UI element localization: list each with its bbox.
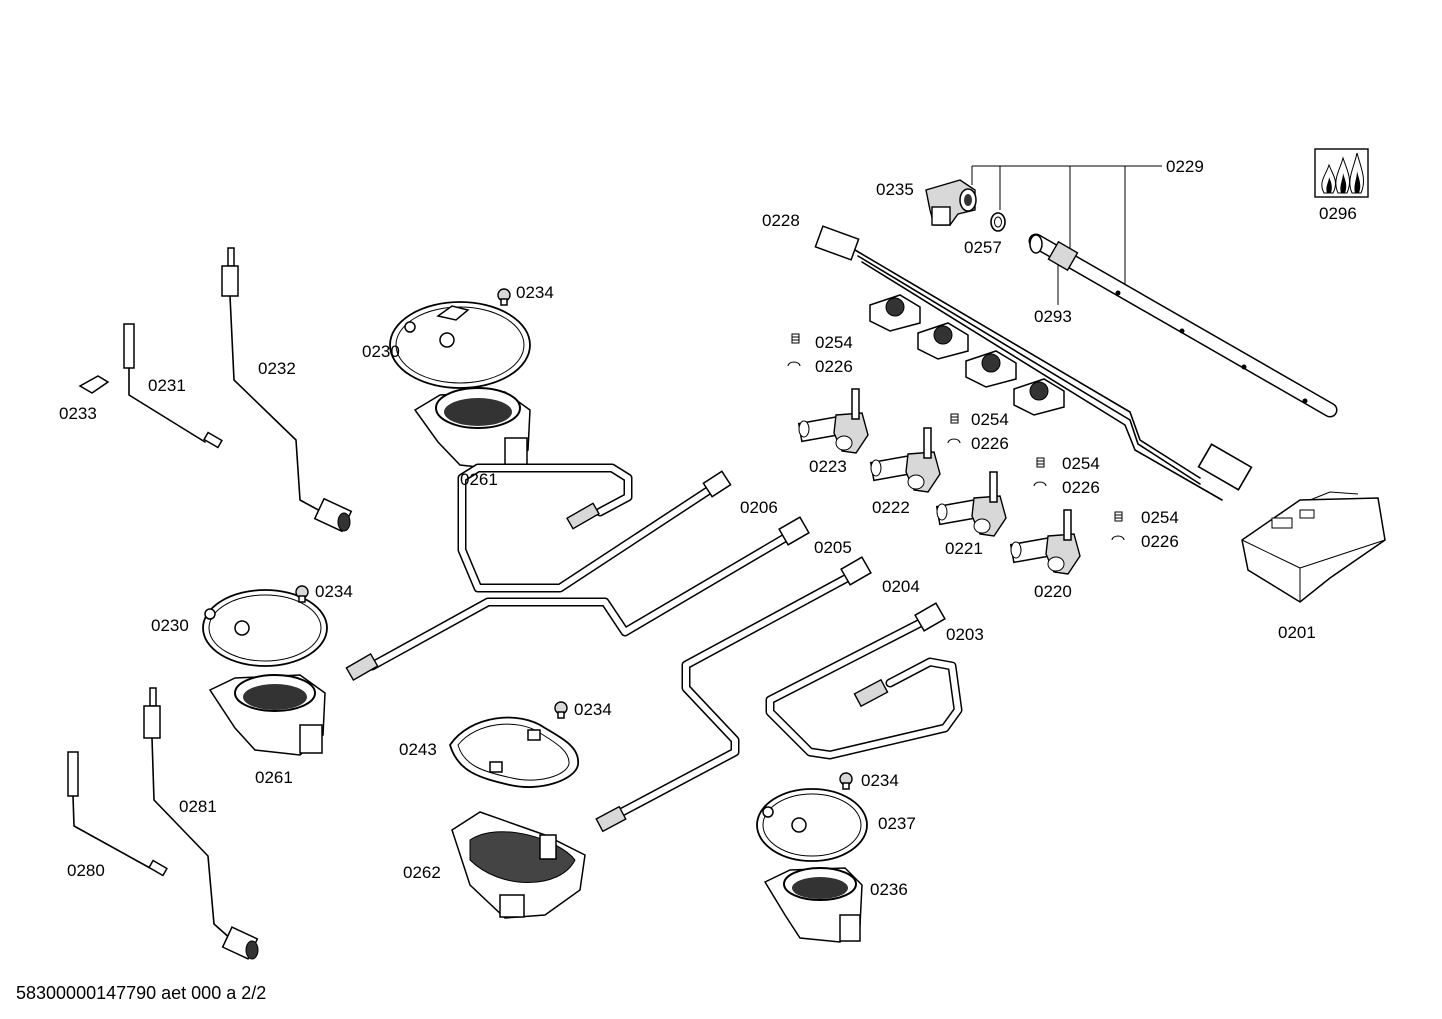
burner-gasket-0230-upper [389,301,531,389]
gas-pipes [345,463,963,833]
clip-0233 [78,375,110,394]
part-label-0231: 0231 [148,376,186,395]
part-label-0220: 0220 [1034,582,1072,601]
part-label-0237: 0237 [878,814,916,833]
part-label-0254-a: 0254 [815,333,853,352]
leader-lines-0229 [971,165,1162,305]
part-label-0243: 0243 [399,740,437,759]
screw-0234-c [554,701,568,719]
burner-base-0236 [763,867,863,943]
ignition-switches [869,294,1065,416]
part-label-0233: 0233 [59,404,97,423]
elbow-fitting [925,179,977,226]
part-label-0226-c: 0226 [1062,478,1100,497]
part-label-0262: 0262 [403,863,441,882]
part-label-0229: 0229 [1166,157,1204,176]
gas-rail [1028,233,1338,418]
part-label-0221: 0221 [945,539,983,558]
part-label-0254-d: 0254 [1141,508,1179,527]
burner-gasket-0237 [756,788,868,862]
thermocouple-0280 [67,751,168,877]
flame-icon [1314,148,1369,198]
burner-base-0261-lower [208,674,326,756]
part-label-0232: 0232 [258,359,296,378]
springs-and-clips [787,333,1125,541]
part-label-0204: 0204 [882,577,920,596]
thermocouple-0231 [123,323,223,449]
thermocouple-0281 [143,687,259,960]
part-label-0257: 0257 [964,238,1002,257]
screw-0234-a [497,288,511,306]
part-label-0261-a: 0261 [460,470,498,489]
part-label-0222: 0222 [872,498,910,517]
ignition-harness [814,225,1253,501]
part-label-0254-c: 0254 [1062,454,1100,473]
part-label-0235: 0235 [876,180,914,199]
part-label-0226-b: 0226 [971,434,1009,453]
part-label-0206: 0206 [740,498,778,517]
part-label-0254-b: 0254 [971,410,1009,429]
part-label-0234-c: 0234 [574,700,612,719]
part-label-0226-d: 0226 [1141,532,1179,551]
part-label-0236: 0236 [870,880,908,899]
ignition-module [1241,491,1386,603]
burner-base-0261-upper [413,387,531,471]
part-label-0223: 0223 [809,457,847,476]
part-label-0281: 0281 [179,797,217,816]
part-label-0296: 0296 [1319,204,1357,223]
burner-base-0262 [451,811,586,919]
screw-0234-b [295,585,309,603]
part-label-0203: 0203 [946,625,984,644]
part-label-0230-a: 0230 [362,342,400,361]
part-label-0234-a: 0234 [516,283,554,302]
burner-gasket-0230-lower [202,589,328,667]
gas-valves [797,388,1081,575]
washer [990,212,1006,232]
part-label-0293: 0293 [1034,307,1072,326]
part-label-0201: 0201 [1278,623,1316,642]
part-label-0226-a: 0226 [815,357,853,376]
part-label-0261-b: 0261 [255,768,293,787]
part-label-0228: 0228 [762,211,800,230]
part-label-0205: 0205 [814,538,852,557]
part-label-0280: 0280 [67,861,105,880]
thermocouple-0232 [221,247,353,533]
part-label-0230-b: 0230 [151,616,189,635]
part-label-0234-d: 0234 [861,771,899,790]
document-footer: 58300000147790 aet 000 a 2/2 [16,983,267,1003]
burner-gasket-0243 [449,716,579,788]
screw-0234-d [839,772,853,790]
part-label-0234-b: 0234 [315,582,353,601]
